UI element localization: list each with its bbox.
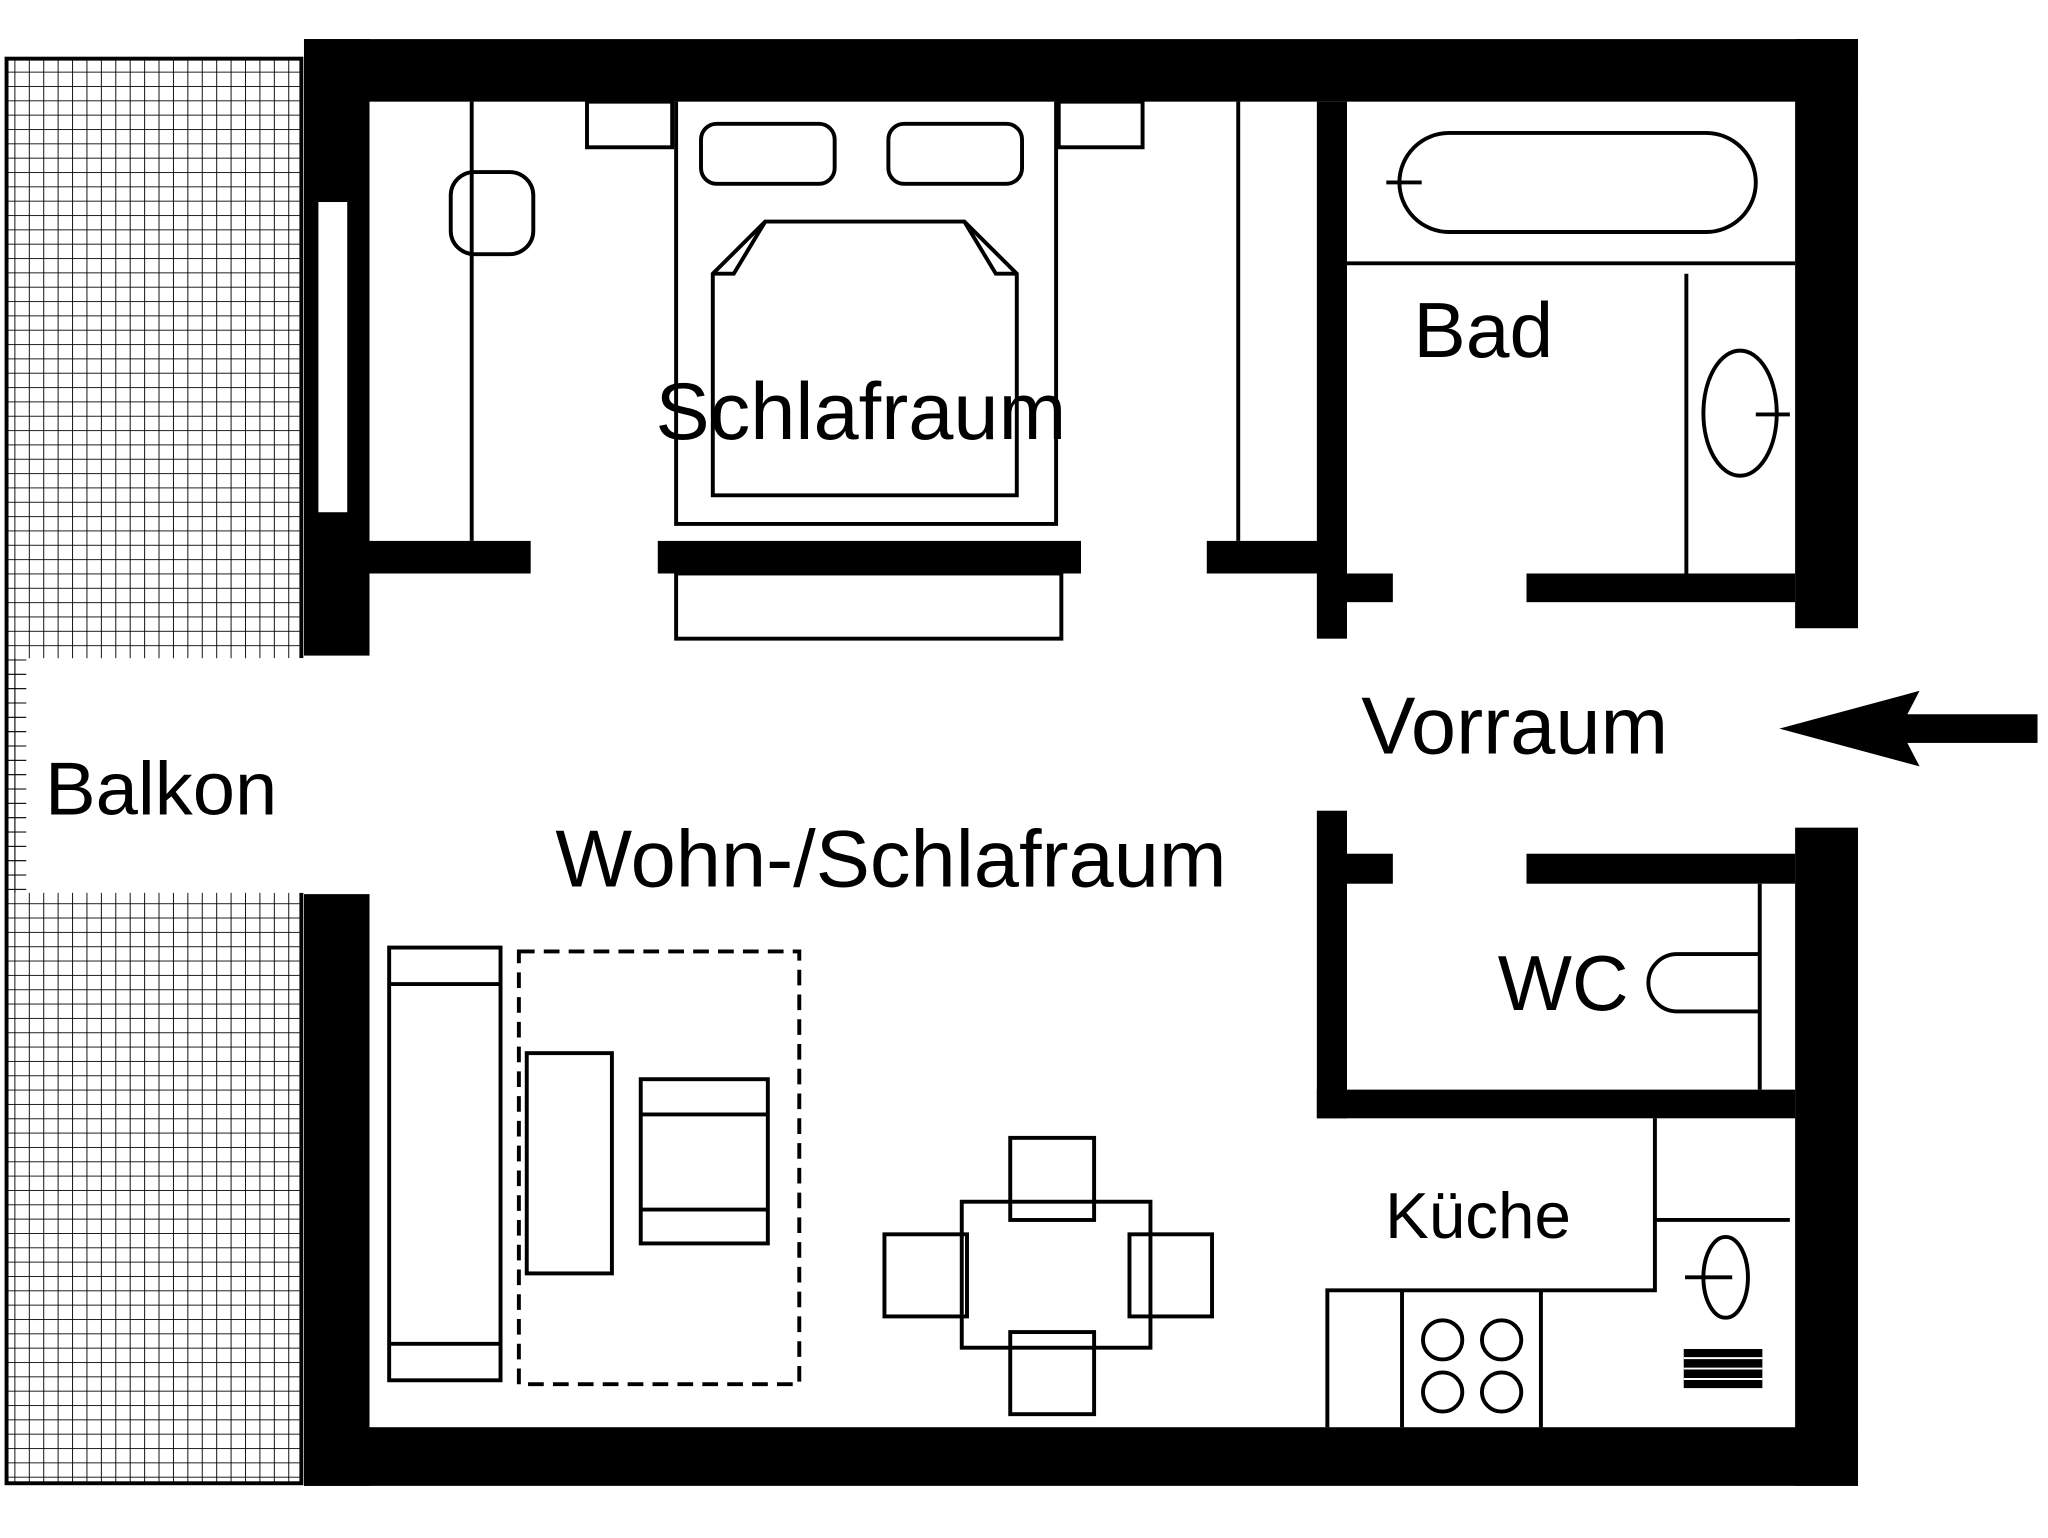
room-label-living: Wohn-/Schlafraum (555, 814, 1226, 904)
room-label-bathroom: Bad (1413, 286, 1553, 374)
room-label-bedroom: Schlafraum (655, 367, 1066, 457)
dishwasher-icon (1683, 1349, 1763, 1389)
room-label-balcony: Balkon (45, 747, 277, 832)
room-label-wc: WC (1498, 939, 1629, 1027)
kitchen-sink-icon (1685, 1234, 1750, 1320)
rug (516, 949, 802, 1387)
window (318, 202, 348, 513)
bathtub-icon (1386, 130, 1758, 234)
stove-icon (1421, 1318, 1524, 1414)
wardrobe-left (448, 101, 536, 541)
balcony (4, 56, 304, 1486)
toilet-icon (1646, 952, 1760, 1014)
sofa-icon (387, 945, 503, 1383)
room-label-hallway: Vorraum (1361, 682, 1668, 772)
room-label-kitchen: Küche (1385, 1179, 1571, 1252)
kitchen-counter (1325, 1118, 1790, 1428)
bed-icon (585, 99, 1145, 641)
dining-table-icon (882, 1135, 1214, 1417)
entrance-arrow-icon (1779, 690, 2038, 767)
coffee-table (524, 1051, 614, 1276)
walls (303, 39, 1859, 1486)
sink-icon (1701, 348, 1790, 478)
armchair-icon (638, 1077, 770, 1246)
